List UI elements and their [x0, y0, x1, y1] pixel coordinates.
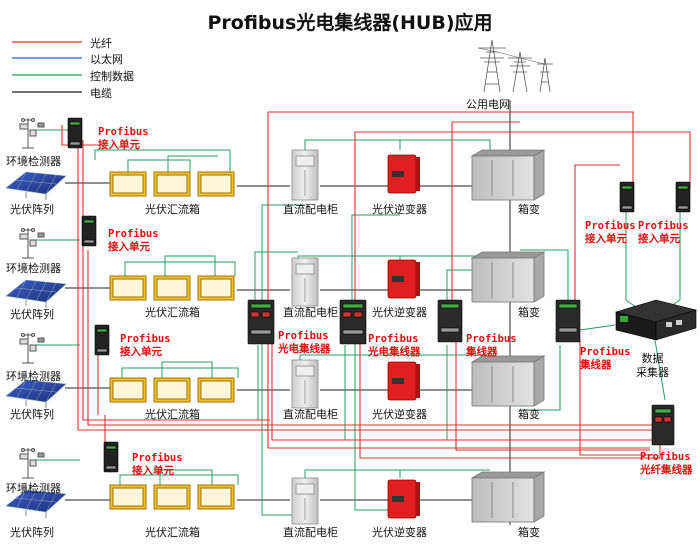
data-collector-label: 数据采集器 — [636, 352, 669, 379]
legend — [12, 41, 82, 93]
pv-array-label: 光伏阵列 — [10, 408, 54, 421]
legend-ethernet-label: 以太网 — [90, 53, 123, 66]
dc-cabinet-icons — [291, 149, 319, 525]
inverter-label: 光伏逆变器 — [372, 203, 427, 216]
inverter-icons — [387, 154, 420, 519]
fiber-lines — [61, 111, 691, 460]
box-transformer-label: 箱变 — [518, 306, 540, 319]
dc-cabinet-label: 直流配电柜 — [283, 408, 338, 421]
pv-array-label: 光伏阵列 — [10, 308, 54, 321]
combiner-label: 光伏汇流箱 — [145, 408, 200, 421]
legend-control-label: 控制数据 — [90, 70, 134, 83]
env-detector-icons — [19, 118, 45, 479]
inverter-label: 光伏逆变器 — [372, 408, 427, 421]
combiner-label: 光伏汇流箱 — [145, 526, 200, 539]
power-grid-icon — [477, 39, 553, 93]
hub-icons — [247, 299, 675, 446]
page-title: Profibus光电集线器(HUB)应用 — [207, 12, 493, 34]
box-transformer-label: 箱变 — [518, 203, 540, 216]
pv-array-label: 光伏阵列 — [10, 526, 54, 539]
data-collector-icon — [614, 299, 698, 341]
pv-array-label: 光伏阵列 — [10, 203, 54, 216]
combiner-box-icons — [109, 171, 235, 510]
box-transformer-icons — [470, 149, 546, 523]
dc-cabinet-label: 直流配电柜 — [283, 203, 338, 216]
box-transformer-label: 箱变 — [518, 408, 540, 421]
dc-cabinet-label: 直流配电柜 — [283, 526, 338, 539]
env-detector-label: 环境检测器 — [6, 262, 61, 275]
env-detector-label: 环境检测器 — [6, 370, 61, 383]
env-detector-label: 环境检测器 — [6, 155, 61, 168]
env-detector-label: 环境检测器 — [6, 482, 61, 495]
pv-array-icons — [5, 171, 67, 518]
legend-fiber-label: 光纤 — [90, 37, 112, 50]
combiner-label: 光伏汇流箱 — [145, 203, 200, 216]
combiner-label: 光伏汇流箱 — [145, 306, 200, 319]
inverter-label: 光伏逆变器 — [372, 526, 427, 539]
dc-cabinet-label: 直流配电柜 — [283, 306, 338, 319]
grid-label: 公用电网 — [466, 98, 510, 111]
inverter-label: 光伏逆变器 — [372, 306, 427, 319]
profibus-access-unit-icons — [67, 117, 691, 473]
legend-cable-label: 电缆 — [90, 87, 112, 100]
box-transformer-label: 箱变 — [518, 526, 540, 539]
